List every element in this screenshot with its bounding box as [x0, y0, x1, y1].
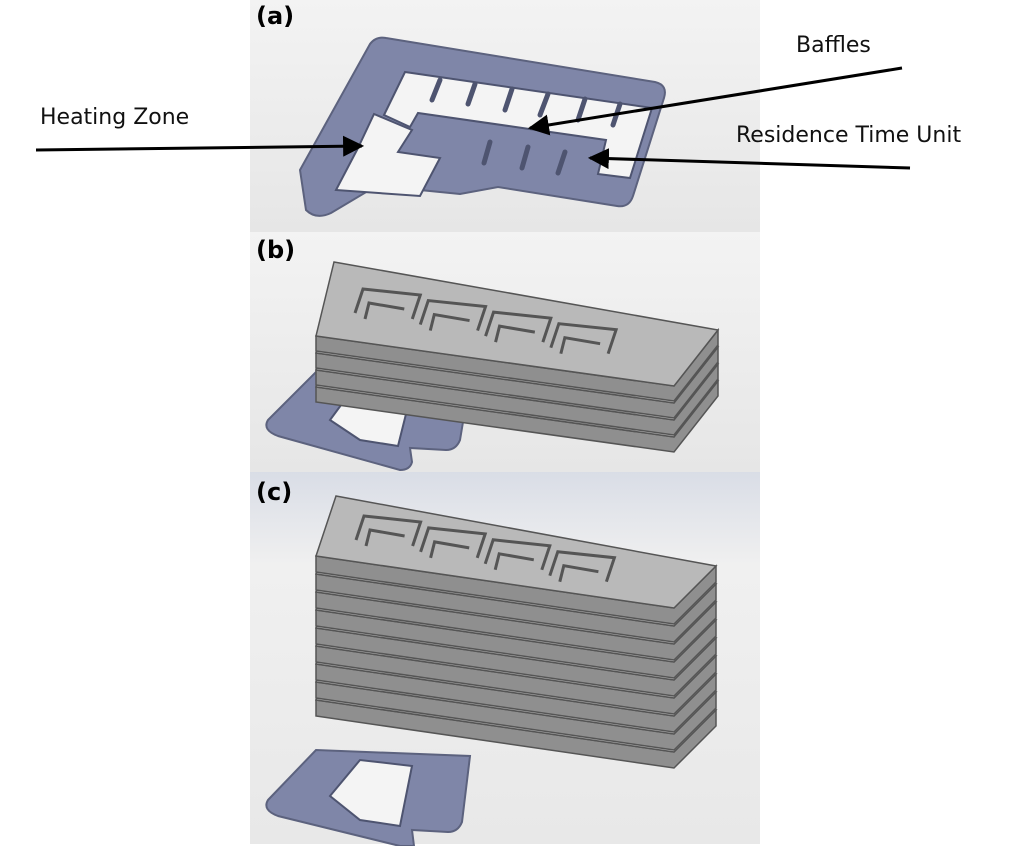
panel-c-diagram: [265, 495, 718, 846]
panel-c-heating-zone: [328, 758, 414, 828]
panel-a-label: (a): [256, 2, 294, 30]
baffles-label: Baffles: [796, 33, 871, 58]
panel-b-channel-segment-2: [418, 298, 488, 332]
panel-c-channel-pattern: [354, 514, 617, 583]
panel-a-diagram: [298, 36, 666, 217]
panel-c-baffle-4: [558, 563, 599, 583]
panel-b-channel-pattern: [353, 287, 619, 355]
panel-b-diagram: [265, 261, 720, 472]
panel-c-baffle-2: [429, 540, 470, 559]
panel-b-label: (b): [256, 236, 295, 264]
panel-c-channel-segment-1: [354, 514, 423, 547]
heating-zone-label: Heating Zone: [40, 105, 189, 130]
panel-b-baffle-3: [494, 324, 536, 343]
panel-c-baffle-1: [364, 528, 405, 547]
panel-b-channel-segment-4: [549, 322, 619, 355]
panel-c-layer-1: [315, 495, 718, 609]
panel-b-layer-1: [315, 261, 720, 387]
panel-b-layer-stack: [315, 261, 720, 453]
baffles-arrow: [527, 66, 903, 136]
panel-c-label: (c): [256, 478, 292, 506]
panel-c-channel-segment-4: [548, 550, 617, 583]
panel-a-heating-zone: [334, 112, 442, 198]
panel-c-channel-segment-3: [483, 538, 552, 571]
heating-zone-arrow: [35, 135, 365, 157]
panel-a-baffles: [429, 77, 623, 176]
panel-b-baffle-1: [363, 301, 405, 320]
panel-c-channel-segment-2: [419, 526, 488, 559]
panel-b-baffle-4: [559, 335, 601, 355]
residence-time-unit-label: Residence Time Unit: [736, 123, 961, 148]
residence-time-unit-arrow: [587, 148, 911, 170]
panel-b-channel-segment-3: [484, 310, 553, 343]
panel-c-layer-stack: [315, 495, 718, 769]
panel-b-baffle-2: [428, 312, 470, 331]
panel-b-channel-segment-1: [353, 287, 423, 320]
panel-c-baffle-3: [493, 552, 535, 571]
